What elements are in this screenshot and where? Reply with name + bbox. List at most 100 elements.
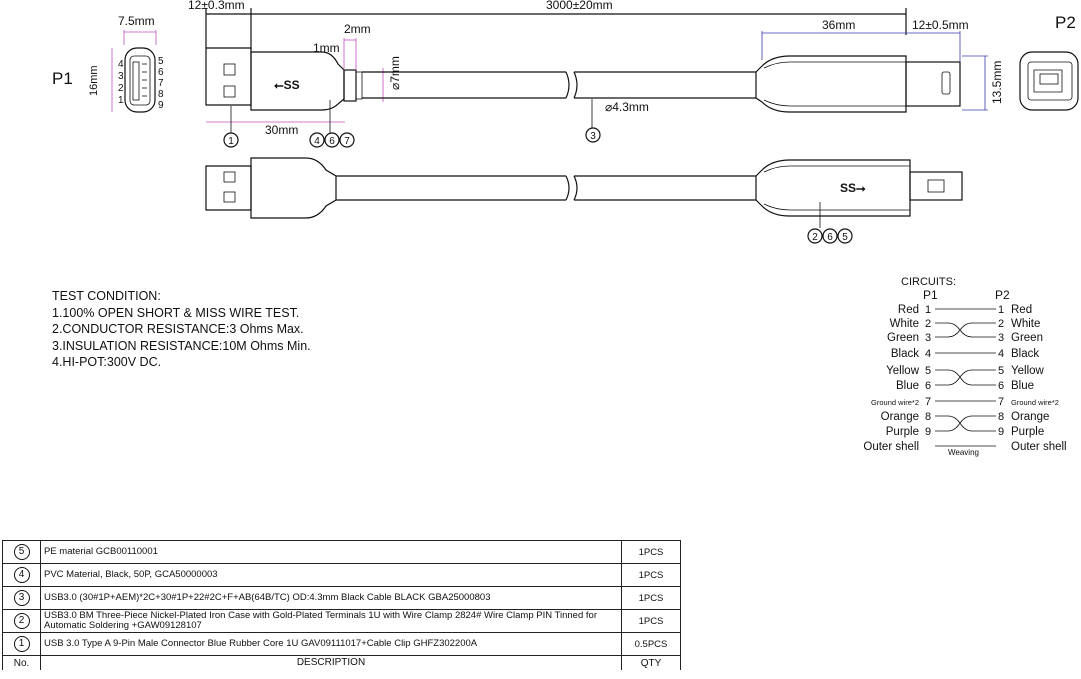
circuit-left-color: Blue (896, 380, 919, 392)
test-condition-line: 3.INSULATION RESISTANCE:10M Ohms Min. (52, 338, 311, 353)
bottom-boot (250, 157, 337, 219)
bom-qty: 1PCS (621, 586, 681, 610)
svg-text:6: 6 (329, 136, 335, 147)
bom-qty: 1PCS (621, 540, 681, 564)
bom-header-row: No. DESCRIPTION QTY (2, 655, 681, 670)
circuits-weaving: Weaving (948, 448, 979, 457)
bom-description: USB3.0 BM Three-Piece Nickel-Plated Iron… (40, 609, 622, 633)
bottom-usb-a-plug (205, 165, 252, 211)
bom-row: 3 USB3.0 (30#1P+AEM)*2C+30#1P+22#2C+F+AB… (2, 586, 681, 610)
circuit-left-color: Black (891, 348, 919, 360)
bom-row: 1 USB 3.0 Type A 9-Pin Male Connector Bl… (2, 632, 681, 656)
p1-pin-numbers-left: 4 3 2 1 (118, 59, 124, 106)
bom-qty: 0.5PCS (621, 632, 681, 656)
callout-1: 1 (223, 132, 239, 148)
test-condition-line: 2.CONDUCTOR RESISTANCE:3 Ohms Max. (52, 322, 304, 336)
bom-header-qty: QTY (621, 655, 681, 670)
svg-text:2: 2 (812, 232, 818, 243)
circuit-left-color: Yellow (886, 365, 920, 377)
circuit-right-color: Orange (1011, 411, 1049, 423)
bom-row: 4 PVC Material, Black, 50P, GCA50000003 … (2, 563, 681, 587)
pin-number: 8 (158, 89, 164, 100)
bom-description: USB3.0 (30#1P+AEM)*2C+30#1P+22#2C+F+AB(6… (40, 586, 622, 610)
dim-16mm: 16mm (88, 65, 100, 96)
circuit-left-num: 8 (925, 411, 931, 423)
pin-number: 7 (158, 78, 164, 89)
bom-item-number: 1 (13, 636, 30, 652)
circuits-p1: P1 (923, 288, 938, 302)
bom-row: 5 PE material GCB00110001 1PCS (2, 540, 681, 564)
callout-3: 3 (585, 127, 601, 143)
bom-header-no: No. (2, 655, 41, 670)
circuit-left-color: Red (898, 304, 919, 316)
circuit-left-num: 6 (925, 380, 931, 392)
circuit-right-num: 8 (998, 411, 1004, 423)
pin-number: 5 (158, 56, 164, 67)
circuit-left-num: 9 (925, 426, 931, 438)
top-usb-a-plug (205, 47, 252, 106)
callout-265: 2 6 5 (807, 228, 853, 244)
pin-number: 1 (118, 95, 124, 106)
circuit-left-color: Green (887, 332, 919, 344)
bom-qty: 1PCS (621, 609, 681, 633)
bom-description: PVC Material, Black, 50P, GCA50000003 (40, 563, 622, 587)
circuit-left-color: Orange (881, 411, 919, 423)
circuit-right-color: Black (1011, 348, 1039, 360)
circuit-left-color: Ground wire*2 (871, 398, 919, 407)
test-condition-title: TEST CONDITION: (52, 289, 161, 303)
usb-ss-logo: ⭠SS (274, 78, 300, 92)
svg-text:1: 1 (228, 136, 234, 147)
circuit-right-num: 1 (998, 304, 1004, 316)
bom-description: USB 3.0 Type A 9-Pin Male Connector Blue… (40, 632, 622, 656)
circuit-right-color: Outer shell (1011, 441, 1067, 453)
p1-pin-numbers-right: 5 6 7 8 9 (158, 56, 164, 111)
circuit-left-color: Purple (886, 426, 919, 438)
pin-number: 6 (158, 67, 164, 78)
circuit-right-num: 6 (998, 380, 1004, 392)
circuit-right-color: Red (1011, 304, 1032, 316)
bottom-bm-plug (909, 171, 963, 201)
circuit-right-color: Ground wire*2 (1011, 398, 1059, 407)
pin-number: 2 (118, 83, 124, 94)
circuit-right-color: Blue (1011, 380, 1034, 392)
test-condition: TEST CONDITION: 1.100% OPEN SHORT & MISS… (52, 288, 311, 371)
pin-number: 3 (118, 71, 124, 82)
circuit-left-num: 2 (925, 318, 931, 330)
p2-label: P2 (1055, 13, 1076, 32)
svg-text:6: 6 (827, 232, 833, 243)
circuits-p2: P2 (995, 288, 1010, 302)
test-condition-line: 1.100% OPEN SHORT & MISS WIRE TEST. (52, 305, 300, 320)
circuit-right-color: Purple (1011, 426, 1044, 438)
svg-text:3: 3 (590, 131, 596, 142)
circuit-left-num: 7 (925, 396, 931, 408)
circuit-right-num: 2 (998, 318, 1004, 330)
circuits-title: CIRCUITS: (901, 276, 956, 288)
dim-12-03mm: 12±0.3mm (188, 0, 245, 12)
circuit-left-num: 1 (925, 304, 931, 316)
pin-number: 4 (118, 59, 124, 70)
dim-36mm: 36mm (822, 18, 855, 32)
usb-ss-logo: SS⭢ (840, 181, 866, 195)
bom-table: 5 PE material GCB00110001 1PCS 4 PVC Mat… (2, 540, 681, 670)
test-condition-line: 4.HI-POT:300V DC. (52, 355, 162, 369)
bom-item-number: 4 (13, 567, 30, 583)
bom-item-number: 2 (13, 613, 30, 629)
dim-30mm: 30mm (265, 123, 298, 137)
bottom-usb-bm-connector (755, 159, 911, 217)
dim-d7mm: ⌀7mm (388, 56, 402, 90)
svg-text:7: 7 (344, 136, 350, 147)
bom-item-number: 3 (13, 590, 30, 606)
dim-d43mm: ⌀4.3mm (605, 100, 649, 114)
circuit-right-num: 4 (998, 348, 1004, 360)
bom-item-number: 5 (13, 544, 30, 560)
dim-13-5mm: 13.5mm (990, 61, 1004, 104)
circuit-right-color: White (1011, 318, 1040, 330)
dim-3000mm: 3000±20mm (546, 0, 613, 12)
circuit-left-num: 5 (925, 365, 931, 377)
p2-face-outline (1019, 51, 1079, 111)
circuit-right-num: 3 (998, 332, 1004, 344)
circuit-right-color: Green (1011, 332, 1043, 344)
dim-1mm: 1mm (313, 41, 340, 55)
